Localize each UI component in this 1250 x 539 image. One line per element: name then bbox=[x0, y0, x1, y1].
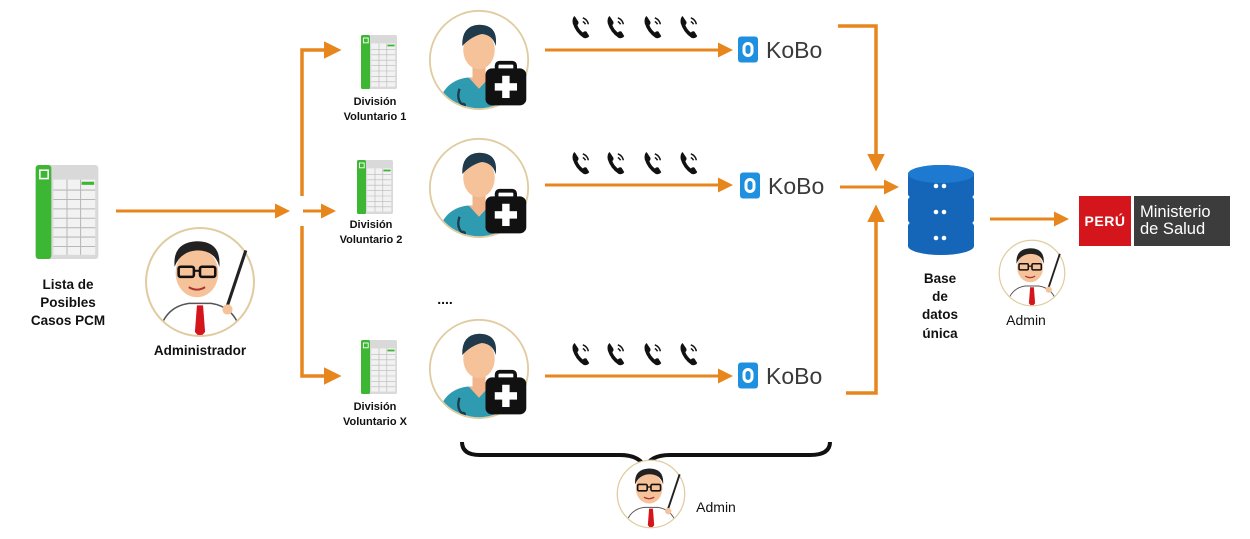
ministry-name-line: Ministerio bbox=[1140, 202, 1211, 221]
source-list-label-line: Posibles bbox=[40, 295, 96, 311]
volunteer-label-line: Voluntario 2 bbox=[339, 233, 403, 246]
arrow-kobo-1-to-db bbox=[838, 24, 885, 172]
phone-icon bbox=[571, 342, 590, 366]
kobo-logo-x: KoBo bbox=[738, 362, 822, 389]
administrator-avatar bbox=[146, 228, 254, 338]
ministry-name: Ministerio de Salud bbox=[1134, 196, 1230, 246]
doctor-1-icon bbox=[430, 11, 528, 111]
admin-db-avatar bbox=[999, 240, 1065, 307]
source-list-label: Lista de Posibles Casos PCM bbox=[18, 276, 118, 331]
ministry-logo: PERÚ Ministerio de Salud bbox=[1079, 196, 1230, 246]
volunteer-label-line: División bbox=[353, 96, 397, 108]
database-label-line: Base bbox=[923, 271, 957, 286]
volunteer-2-label: División Voluntario 2 bbox=[326, 218, 416, 248]
volunteer-x-sheet-icon bbox=[360, 340, 398, 394]
admin-bottom-label: Admin bbox=[696, 499, 736, 515]
arrow-kobo-x-to-db bbox=[846, 204, 885, 395]
phone-calls-row-x bbox=[571, 342, 698, 366]
source-list-label-line: Lista de bbox=[42, 277, 94, 292]
phone-icon bbox=[643, 15, 662, 39]
doctor-2-icon bbox=[430, 139, 528, 239]
kobo-logo-2: KoBo bbox=[740, 172, 824, 199]
phone-icon bbox=[679, 15, 698, 39]
doctor-x-icon bbox=[430, 320, 528, 420]
volunteer-label-line: Voluntario X bbox=[343, 415, 407, 428]
kobo-icon bbox=[740, 172, 760, 199]
admin-db-label: Admin bbox=[1006, 312, 1046, 328]
kobo-text: KoBo bbox=[766, 363, 822, 389]
phone-calls-row-1 bbox=[571, 15, 698, 39]
database-label-line: única bbox=[922, 325, 958, 341]
phone-icon bbox=[679, 151, 698, 175]
connectors bbox=[116, 24, 1069, 395]
database-label-line: datos bbox=[921, 307, 958, 323]
kobo-icon bbox=[738, 362, 758, 389]
kobo-logo-1: KoBo bbox=[738, 36, 822, 63]
ellipsis-more-volunteers: .... bbox=[437, 291, 453, 307]
volunteer-x-label: División Voluntario X bbox=[330, 400, 420, 430]
spreadsheet-icon bbox=[34, 165, 100, 259]
phone-calls-row-2 bbox=[571, 151, 698, 175]
logo-divider bbox=[1131, 196, 1134, 246]
admin-bottom-avatar bbox=[617, 460, 684, 529]
phone-icon bbox=[606, 15, 625, 39]
ministry-name-line: de Salud bbox=[1140, 220, 1206, 238]
peru-badge: PERÚ bbox=[1079, 196, 1131, 246]
volunteer-label-line: División bbox=[349, 219, 393, 231]
volunteer-1-sheet-icon bbox=[360, 35, 398, 89]
kobo-icon bbox=[738, 36, 758, 63]
volunteer-label-line: Voluntario 1 bbox=[343, 110, 407, 123]
phone-icon bbox=[606, 342, 625, 366]
phone-icon bbox=[606, 151, 625, 175]
database-label: Base de datos única bbox=[900, 270, 980, 343]
volunteer-label-line: División bbox=[353, 401, 397, 413]
phone-icon bbox=[679, 342, 698, 366]
phone-icon bbox=[571, 15, 590, 39]
volunteer-2-sheet-icon bbox=[356, 160, 394, 214]
administrator-label: Administrador bbox=[153, 343, 247, 358]
phone-icon bbox=[643, 151, 662, 175]
phone-icon bbox=[571, 151, 590, 175]
database-icon bbox=[908, 165, 974, 255]
volunteer-1-label: División Voluntario 1 bbox=[330, 95, 420, 125]
kobo-text: KoBo bbox=[768, 173, 824, 199]
kobo-text: KoBo bbox=[766, 37, 822, 63]
database-label-line: de bbox=[932, 289, 948, 305]
phone-icon bbox=[643, 342, 662, 366]
source-list-label-line: Casos PCM bbox=[30, 313, 106, 329]
